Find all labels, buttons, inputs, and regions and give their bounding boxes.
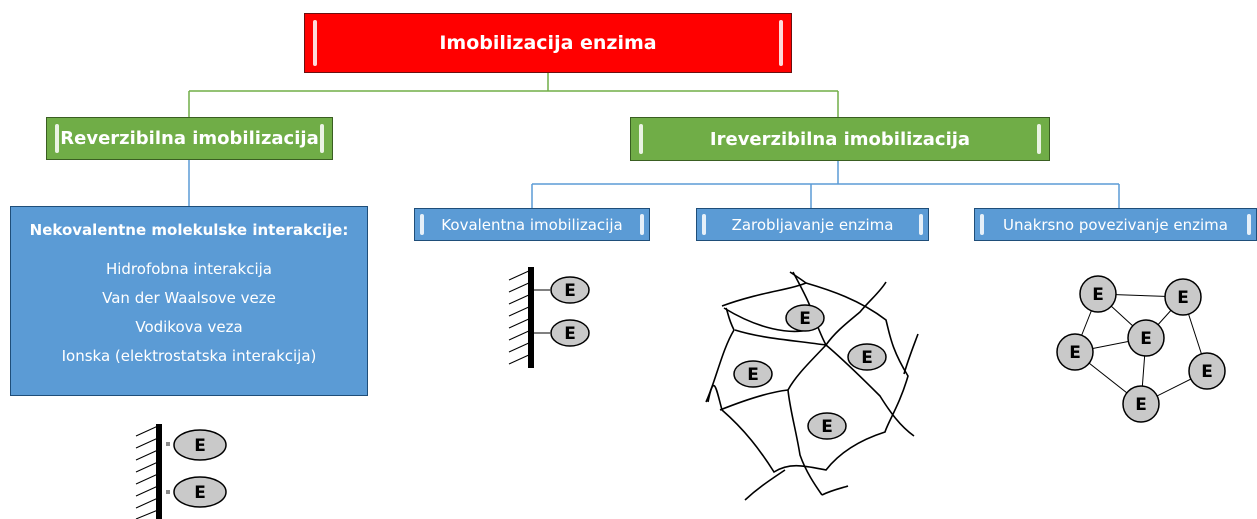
covalent-label: Kovalentna imobilizacija: [441, 215, 623, 234]
enzyme-label: E: [564, 324, 576, 344]
enzyme-node: [1056, 333, 1094, 371]
covalent-support: [528, 267, 534, 368]
adsorption-support: [156, 424, 162, 519]
entrapment-label: Zarobljavanje enzima: [731, 215, 894, 234]
enzyme-label: E: [861, 348, 873, 368]
covalent-support-hatch: [508, 269, 532, 365]
enzyme-node: [1164, 278, 1202, 316]
enzyme-label: E: [1092, 285, 1104, 305]
adsorption-support-hatch: [135, 425, 159, 519]
enzyme-node: [550, 276, 590, 304]
enzyme-node: [733, 360, 773, 388]
interaction-dot: [166, 490, 170, 494]
enzyme-label: E: [194, 436, 206, 456]
entrapment-node: Zarobljavanje enzima: [696, 208, 929, 241]
bar-accent: [779, 20, 783, 66]
enzymes: [173, 275, 1226, 508]
enzyme-label: E: [1201, 362, 1213, 382]
crosslink-node: Unakrsno povezivanje enzima: [974, 208, 1257, 241]
interaction-item: Ionska (elektrostatska interakcija): [61, 347, 317, 365]
bar-accent: [919, 214, 923, 235]
interaction-dot: [166, 442, 170, 446]
bar-accent: [420, 214, 424, 235]
bar-accent: [639, 124, 643, 154]
enzyme-node: [1127, 319, 1165, 357]
enzyme-label: E: [1140, 329, 1152, 349]
bar-accent: [55, 124, 59, 153]
bar-accent: [640, 214, 644, 235]
noncovalent-title: Nekovalentne molekulske interakcije:: [29, 221, 349, 239]
reversible-label: Reverzibilna imobilizacija: [60, 128, 319, 149]
reversible-node: Reverzibilna imobilizacija: [46, 117, 333, 160]
enzyme-node: [1122, 385, 1160, 423]
root-node: Imobilizacija enzima: [304, 13, 792, 73]
bar-accent: [702, 214, 706, 235]
enzyme-label: E: [1177, 288, 1189, 308]
enzyme-label: E: [564, 281, 576, 301]
bar-accent: [320, 124, 324, 153]
interaction-item: Van der Waalsove veze: [102, 289, 276, 307]
interaction-item: Vodikova veza: [135, 318, 243, 336]
crosslink-label: Unakrsno povezivanje enzima: [1003, 215, 1228, 234]
enzyme-label: E: [747, 365, 759, 385]
enzyme-node: [847, 343, 887, 371]
irreversible-node: Ireverzibilna imobilizacija: [630, 117, 1050, 161]
bar-accent: [1247, 214, 1251, 235]
bar-accent: [1037, 124, 1041, 154]
enzyme-node: [807, 412, 847, 440]
enzyme-node: [1188, 352, 1226, 390]
noncovalent-detail-box: Nekovalentne molekulske interakcije: Hid…: [10, 206, 368, 396]
enzyme-labels: E E E E E E E E E E E E E E: [194, 281, 1213, 503]
enzyme-node: [1079, 275, 1117, 313]
enzyme-label: E: [194, 483, 206, 503]
irreversible-label: Ireverzibilna imobilizacija: [709, 128, 971, 150]
enzyme-node: [550, 319, 590, 347]
bar-accent: [313, 20, 317, 66]
enzyme-label: E: [1135, 395, 1147, 415]
enzyme-node: [785, 304, 825, 332]
entrapment-gel-network: [705, 271, 919, 501]
enzyme-label: E: [799, 309, 811, 329]
root-label: Imobilizacija enzima: [439, 32, 657, 54]
enzyme-node: [173, 476, 227, 508]
enzyme-node: [173, 429, 227, 461]
covalent-node: Kovalentna imobilizacija: [414, 208, 650, 241]
enzyme-label: E: [1069, 343, 1081, 363]
bar-accent: [980, 214, 984, 235]
enzyme-label: E: [821, 417, 833, 437]
interaction-item: Hidrofobna interakcija: [105, 260, 273, 278]
